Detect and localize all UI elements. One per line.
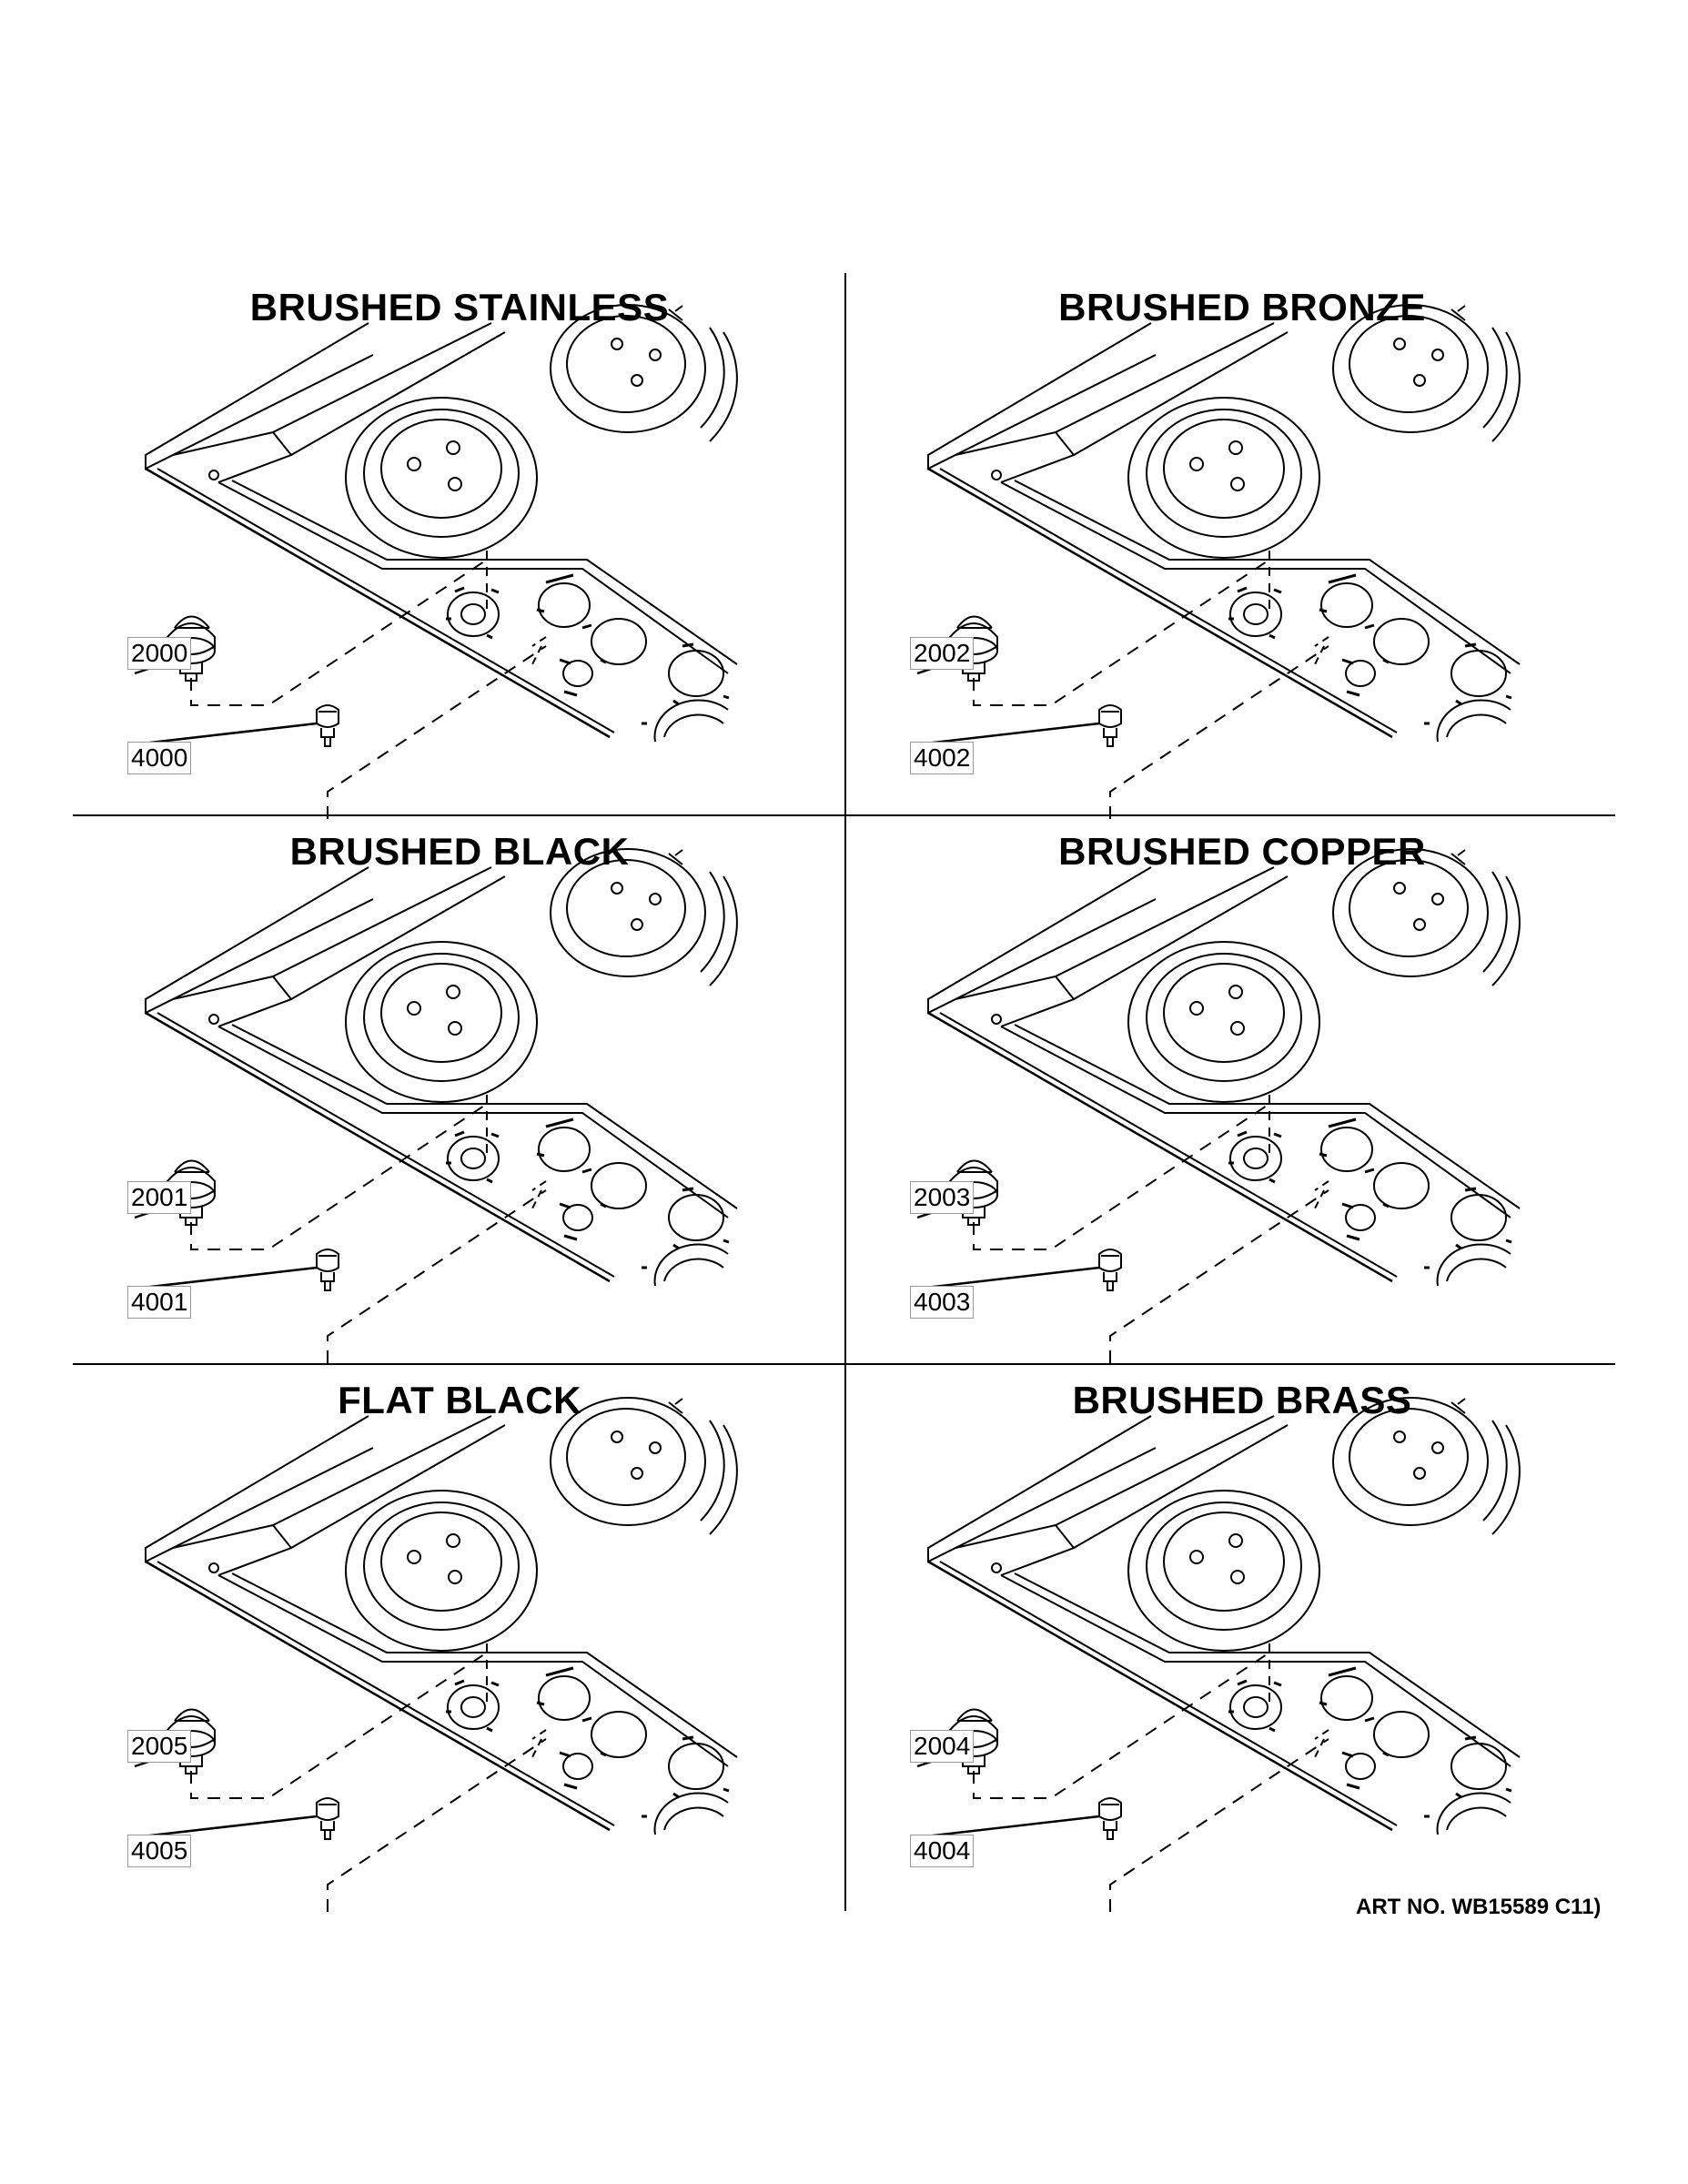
panel-brushed-brass: BRUSHED BRASS 2004 4004 xyxy=(855,1366,1629,1912)
panel-title: BRUSHED BLACK xyxy=(289,830,630,873)
panel-flat-black: FLAT BLACK 2005 4005 xyxy=(73,1366,846,1912)
panel-brushed-black: BRUSHED BLACK 2001 4001 xyxy=(73,817,846,1363)
panel-brushed-bronze: BRUSHED BRONZE 2002 4002 xyxy=(855,273,1629,819)
small-knob-part-number: 4002 xyxy=(910,742,975,774)
knob-part-number: 2005 xyxy=(127,1730,192,1763)
small-knob-part-number: 4004 xyxy=(910,1835,975,1867)
art-number: ART NO. WB15589 C11) xyxy=(1356,1895,1602,1919)
panel-brushed-copper: BRUSHED COPPER 2003 4003 xyxy=(855,817,1629,1363)
small-knob-part-number: 4005 xyxy=(127,1835,192,1867)
panel-title: BRUSHED COPPER xyxy=(1058,830,1426,873)
horizontal-divider-2 xyxy=(73,1363,1615,1365)
cooktop-diagram xyxy=(915,847,1521,1363)
cooktop-diagram xyxy=(915,303,1521,819)
cooktop-diagram xyxy=(133,1396,739,1912)
knob-part-number: 2000 xyxy=(127,637,192,670)
knob-part-number: 2003 xyxy=(910,1181,975,1214)
knob-part-number: 2002 xyxy=(910,637,975,670)
knob-part-number: 2004 xyxy=(910,1730,975,1763)
cooktop-diagram xyxy=(915,1396,1521,1912)
horizontal-divider-1 xyxy=(73,814,1615,816)
panel-brushed-stainless: BRUSHED STAINLESS 2000 4000 xyxy=(73,273,846,819)
knob-part-number: 2001 xyxy=(127,1181,192,1214)
cooktop-diagram xyxy=(133,303,739,819)
panel-title: BRUSHED BRASS xyxy=(1072,1379,1412,1421)
small-knob-part-number: 4001 xyxy=(127,1286,192,1319)
panel-title: BRUSHED STAINLESS xyxy=(249,286,670,329)
cooktop-diagram xyxy=(133,847,739,1363)
panel-title: BRUSHED BRONZE xyxy=(1058,286,1426,329)
vertical-divider xyxy=(844,273,846,1911)
small-knob-part-number: 4003 xyxy=(910,1286,975,1319)
panel-title: FLAT BLACK xyxy=(338,1379,581,1421)
small-knob-part-number: 4000 xyxy=(127,742,192,774)
